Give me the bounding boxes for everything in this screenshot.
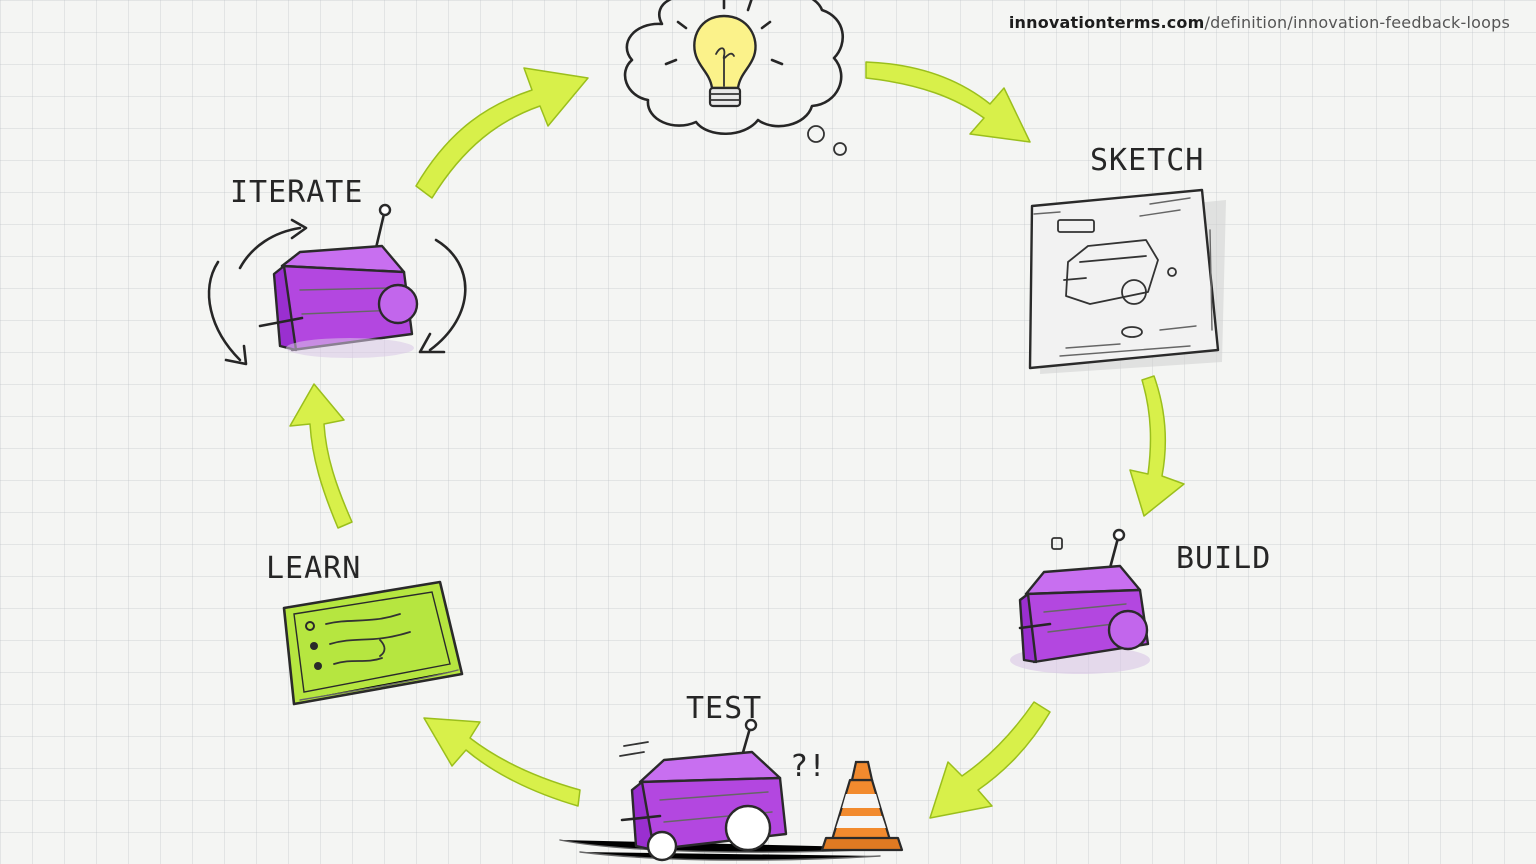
idea-thought-cloud [623,0,847,156]
cycle-arrows-icon [207,218,467,366]
thought-bubble-small [833,142,847,156]
arrow-test-to-learn [423,717,581,807]
arrow-iterate-to-idea [415,67,589,199]
thought-cloud-outline [623,0,844,135]
arrow-idea-to-sketch [865,61,1031,143]
iterate-stage: ITERATE [207,175,467,366]
lightbulb-icon [664,0,784,108]
watermark-domain: innovationterms.com [1008,13,1205,32]
notes-card-icon [282,580,464,706]
iterate-robot-icon [258,203,419,358]
learn-label: LEARN [266,551,361,586]
sketch-label: SKETCH [1090,143,1204,178]
source-watermark: innovationterms.com/definition/innovatio… [1009,13,1510,32]
build-stage: BUILD [1010,528,1271,674]
cycle-arrows [289,61,1185,819]
build-part-bracket [1051,537,1063,550]
thought-bubble-large [807,125,825,143]
arrow-learn-to-iterate [289,383,353,529]
watermark-path: /definition/innovation-feedback-loops [1204,13,1510,32]
arrow-sketch-to-build [1129,375,1185,517]
build-label: BUILD [1176,541,1271,576]
iterate-label: ITERATE [230,175,363,210]
blueprint-sheet-icon [1028,188,1226,374]
traffic-cone-icon [820,760,904,852]
build-robot-icon [1010,528,1150,674]
learn-stage: LEARN [266,551,464,706]
test-reaction-text: ?! [790,749,826,784]
test-robot-icon [559,718,901,862]
test-stage: TEST ?! [559,691,904,862]
arrow-build-to-test [929,701,1051,819]
sketch-stage: SKETCH [1028,143,1226,374]
